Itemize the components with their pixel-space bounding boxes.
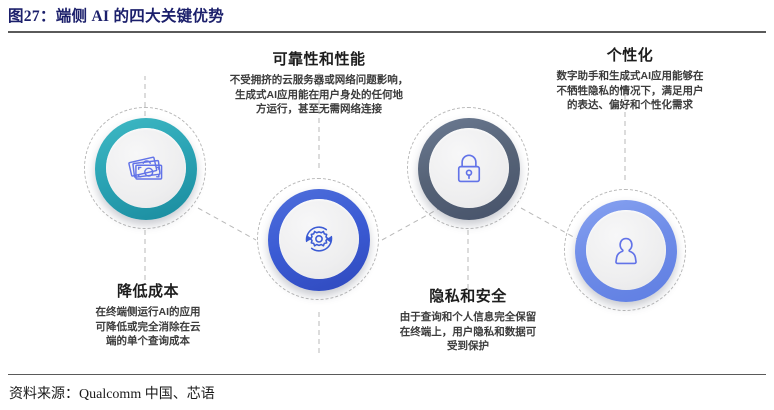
node-halo <box>84 107 206 229</box>
node-personalization[interactable] <box>564 189 688 313</box>
body-line: 端的单个查询成本 <box>106 335 190 347</box>
block-body: 由于查询和个人信息完全保留 在终端上，用户隐私和数据可 受到保护 <box>363 310 573 354</box>
user-icon <box>615 237 637 265</box>
body-line: 受到保护 <box>447 340 489 352</box>
gear-refresh-icon <box>305 226 333 252</box>
block-body: 不受拥挤的云服务器或网络问题影响， 生成式AI应用能在用户身处的任何地 方运行，… <box>206 73 432 117</box>
body-line: 不受拥挤的云服务器或网络问题影响， <box>229 74 409 86</box>
body-line: 在终端侧运行AI的应用 <box>95 306 201 318</box>
body-line: 数字助手和生成式AI应用能够在 <box>556 70 704 82</box>
source-divider <box>8 374 766 375</box>
block-heading: 个性化 <box>606 47 654 64</box>
text-block-cost: 降低成本 在终端侧运行AI的应用 可降低或完全消除在云 端的单个查询成本 <box>50 282 246 349</box>
text-block-privacy: 隐私和安全 由于查询和个人信息完全保留 在终端上，用户隐私和数据可 受到保护 <box>363 287 573 354</box>
block-heading: 隐私和安全 <box>429 288 507 305</box>
node-privacy[interactable] <box>407 107 531 231</box>
node-reliability[interactable] <box>257 178 381 302</box>
body-line: 不牺牲隐私的情况下，满足用户 <box>556 84 704 97</box>
text-block-personalization: 个性化 数字助手和生成式AI应用能够在 不牺牲隐私的情况下，满足用户 的表达、偏… <box>522 46 738 113</box>
node-disc <box>279 199 359 279</box>
body-line: 可降低或完全消除在云 <box>95 320 201 333</box>
source-note: 资料来源：Qualcomm 中国、芯语 <box>9 387 215 402</box>
text-block-reliability: 可靠性和性能 不受拥挤的云服务器或网络问题影响， 生成式AI应用能在用户身处的任… <box>206 50 432 117</box>
banknotes-icon <box>128 156 163 180</box>
node-halo <box>257 178 379 300</box>
lock-icon <box>457 154 481 183</box>
body-line: 方运行，甚至无需网络连接 <box>256 103 382 115</box>
node-halo <box>407 107 529 229</box>
body-line: 生成式AI应用能在用户身处的任何地 <box>235 88 403 101</box>
figure-title-bar: 图27：端侧 AI 的四大关键优势 <box>8 6 766 30</box>
body-line: 由于查询和个人信息完全保留 <box>399 311 537 323</box>
body-line: 的表达、偏好和个性化需求 <box>567 99 693 111</box>
block-body: 在终端侧运行AI的应用 可降低或完全消除在云 端的单个查询成本 <box>50 305 246 349</box>
block-body: 数字助手和生成式AI应用能够在 不牺牲隐私的情况下，满足用户 的表达、偏好和个性… <box>522 69 738 113</box>
body-line: 在终端上，用户隐私和数据可 <box>399 325 537 338</box>
node-halo <box>564 189 686 311</box>
node-disc <box>106 128 186 208</box>
block-heading: 降低成本 <box>116 283 179 300</box>
title-divider <box>8 31 766 33</box>
node-cost[interactable] <box>84 107 208 231</box>
block-heading: 可靠性和性能 <box>272 51 366 68</box>
node-disc <box>429 128 509 208</box>
page-title: 图27：端侧 AI 的四大关键优势 <box>8 8 225 25</box>
diagram-canvas: 降低成本 在终端侧运行AI的应用 可降低或完全消除在云 端的单个查询成本 可靠性… <box>8 34 766 372</box>
node-disc <box>586 210 666 290</box>
